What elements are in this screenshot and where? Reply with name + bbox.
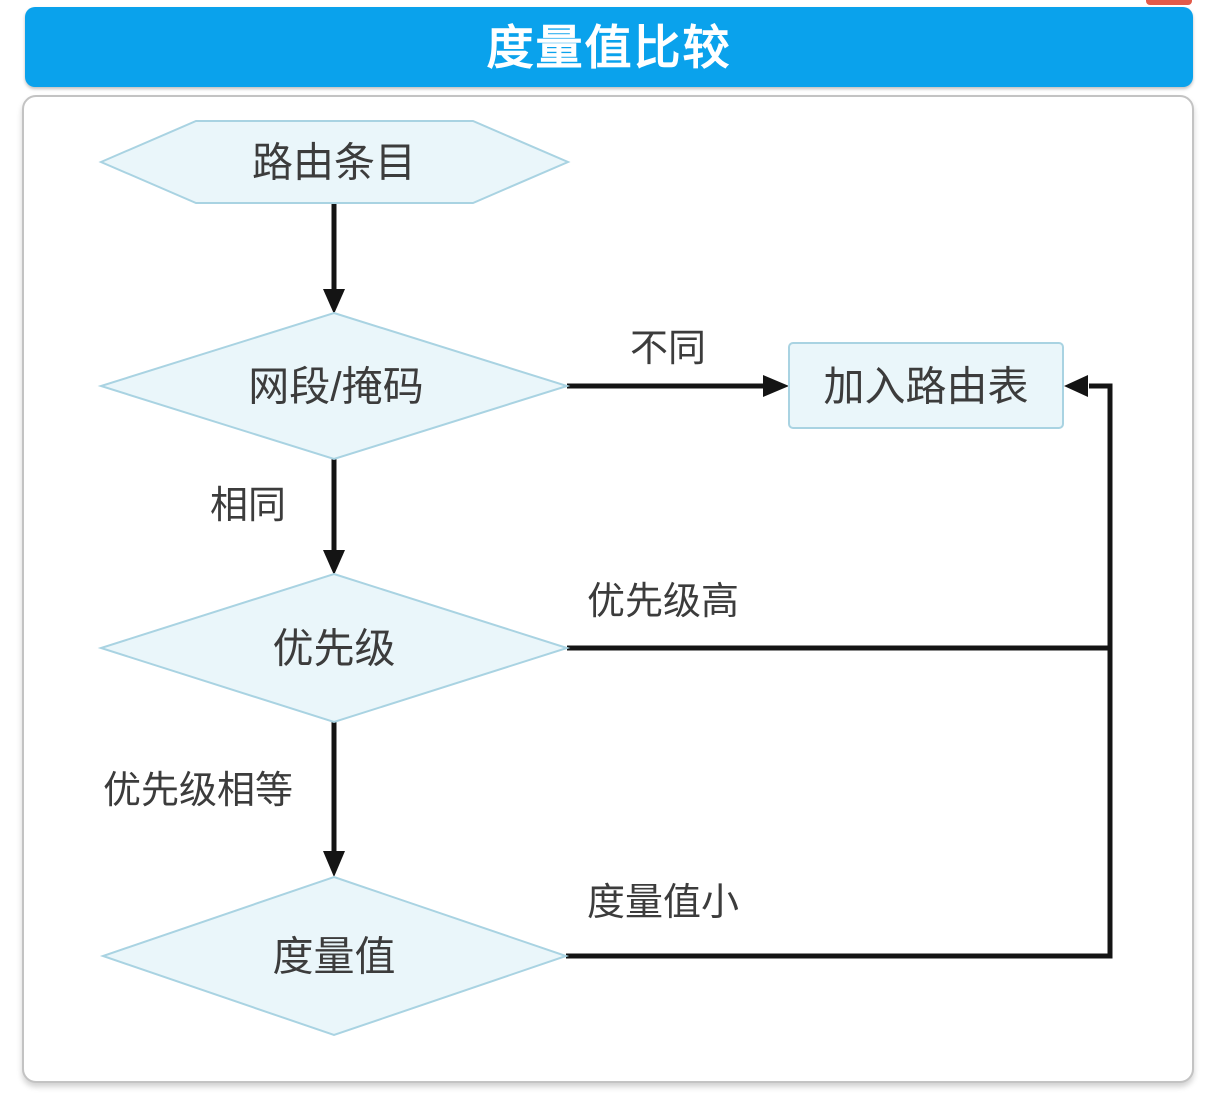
arrowhead-down-1 (323, 289, 345, 314)
node-label-start: 路由条目 (252, 139, 416, 186)
title-bar: 度量值比较 (25, 7, 1193, 87)
node-label-network-mask: 网段/掩码 (248, 363, 424, 410)
add-route-box (788, 342, 1064, 429)
edge-label-priority-high: 优先级高 (587, 581, 740, 623)
node-label-add-route: 加入路由表 (823, 363, 1029, 410)
edge-label-same: 相同 (210, 485, 287, 527)
start-hexagon (98, 120, 571, 204)
node-label-metric: 度量值 (272, 933, 396, 980)
node-label-priority: 优先级 (272, 625, 396, 672)
edge-label-priority-equal: 优先级相等 (103, 770, 294, 812)
edge-label-metric-small: 度量值小 (587, 882, 740, 924)
edge-label-different: 不同 (630, 328, 707, 370)
edge-metric-to-add (566, 383, 1113, 959)
arrowhead-left-1 (1064, 375, 1088, 397)
arrowhead-right-1 (763, 375, 789, 397)
network-mask-diamond (97, 311, 571, 461)
priority-diamond (97, 572, 571, 724)
page-title: 度量值比较 (486, 20, 732, 74)
arrowhead-down-3 (323, 851, 345, 877)
red-button-fragment[interactable] (1146, 0, 1192, 5)
metric-diamond (99, 875, 570, 1037)
arrowhead-down-2 (323, 550, 345, 575)
